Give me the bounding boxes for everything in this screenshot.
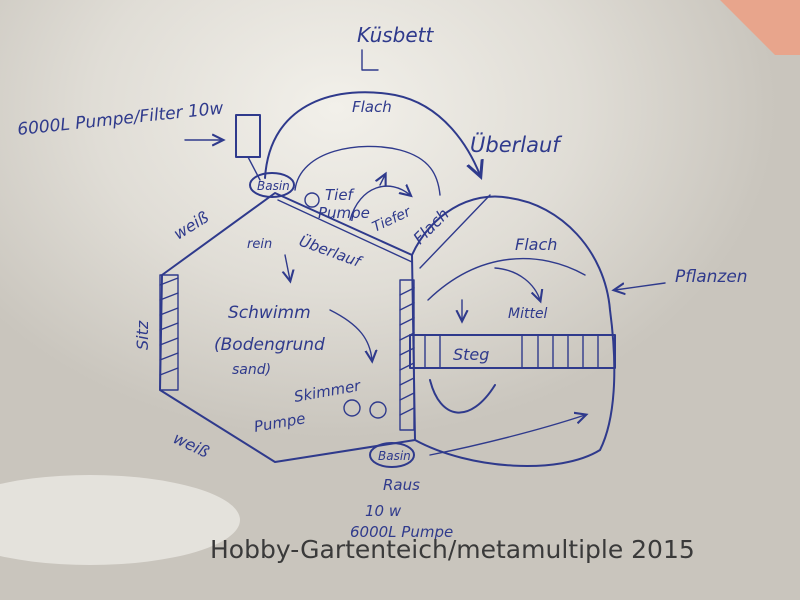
label-mittel: Mittel bbox=[508, 306, 548, 322]
seat-hatch bbox=[159, 277, 179, 376]
swoosh-bottom bbox=[429, 379, 496, 414]
arrow-kuebett bbox=[361, 49, 379, 71]
flow-arc-small bbox=[349, 186, 410, 221]
label-steg: Steg bbox=[453, 345, 489, 364]
wall-hatch bbox=[399, 287, 415, 416]
label-flach-right: Flach bbox=[515, 235, 557, 254]
label-basin-top: Basin bbox=[257, 179, 290, 193]
label-basin-bottom: Basin bbox=[378, 449, 411, 463]
overflow-line bbox=[277, 199, 413, 263]
watermark-credit: Hobby-Gartenteich/metamultiple 2015 bbox=[210, 535, 695, 564]
plant-zone-outline bbox=[411, 195, 616, 467]
sticky-note-corner bbox=[720, 0, 800, 55]
pump-bottom-circle bbox=[369, 401, 387, 419]
divider-line bbox=[419, 194, 491, 269]
jetty-planks bbox=[424, 334, 599, 369]
label-pumpe-top: Pumpe bbox=[318, 204, 370, 222]
basin-bottom bbox=[369, 442, 415, 468]
jetty-outline bbox=[409, 334, 616, 369]
label-schwimm: Schwimm bbox=[228, 303, 311, 323]
arrow-overflow bbox=[380, 175, 385, 185]
label-kuebett: Küsbett bbox=[357, 23, 435, 47]
arrow-swim-curve bbox=[329, 309, 372, 360]
label-ueberlauf-right: Überlauf bbox=[470, 132, 563, 157]
label-tief: Tief bbox=[325, 186, 356, 204]
label-watt-bottom: 10 w bbox=[365, 502, 402, 520]
arrow-plant-right bbox=[494, 267, 540, 300]
arrow-plant-bottom bbox=[429, 415, 585, 456]
label-flach-top: Flach bbox=[352, 98, 392, 116]
label-sand: sand) bbox=[232, 362, 271, 378]
label-sitz: Sitz bbox=[133, 320, 152, 350]
arrow-swim-down bbox=[285, 254, 290, 280]
plant-inner-line bbox=[427, 257, 586, 301]
arrow-pflanzen bbox=[615, 283, 666, 290]
light-reflection bbox=[0, 475, 240, 565]
label-bodengrund: (Bodengrund bbox=[214, 335, 325, 355]
label-pump-bottom: 6000L Pumpe bbox=[350, 523, 453, 541]
flow-arc-top bbox=[264, 91, 480, 178]
flow-arc-inner bbox=[294, 145, 441, 196]
basin-top bbox=[249, 172, 295, 198]
label-rein: rein bbox=[247, 237, 272, 252]
label-pflanzen: Pflanzen bbox=[675, 267, 748, 287]
seat-outline bbox=[159, 274, 179, 391]
label-raus: Raus bbox=[383, 476, 420, 494]
pump-top-circle bbox=[304, 192, 320, 208]
skimmer-circle bbox=[343, 399, 361, 417]
